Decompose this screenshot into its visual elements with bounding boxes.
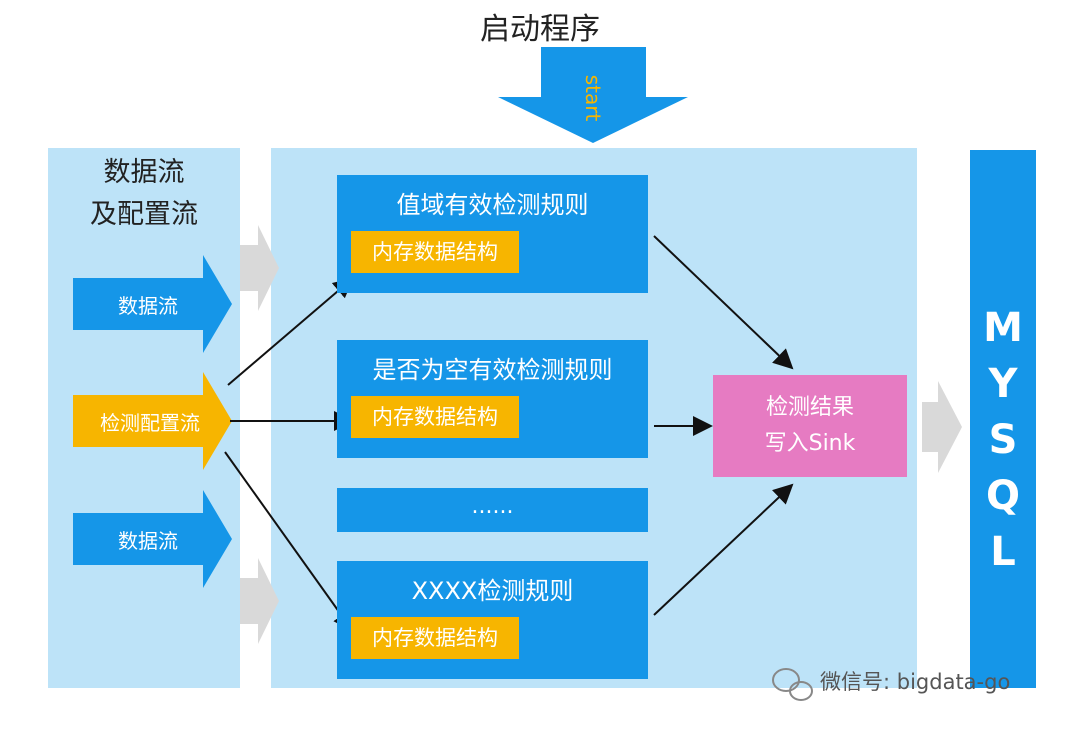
sink-box: 检测结果 写入Sink xyxy=(713,375,907,477)
memory-structure-box: 内存数据结构 xyxy=(351,396,519,438)
mysql-letter: S xyxy=(988,417,1018,463)
left-panel-title: 数据流 及配置流 xyxy=(48,152,240,236)
grey-arrow-mysql xyxy=(922,381,962,473)
stream-arrow-2 xyxy=(73,490,232,588)
data-stream-label-1: 数据流 xyxy=(118,294,178,318)
rule-box-ellipsis: ...... xyxy=(337,488,648,532)
mysql-letter: M xyxy=(983,305,1023,351)
rule-box-null-check: 是否为空有效检测规则 内存数据结构 xyxy=(337,340,648,458)
memory-structure-box: 内存数据结构 xyxy=(351,617,519,659)
start-label: start xyxy=(581,74,605,122)
wechat-watermark: 微信号: bigdata-go xyxy=(820,670,1011,694)
mysql-letter: Q xyxy=(985,473,1020,519)
wechat-icon xyxy=(772,668,813,701)
left-panel-title-line2: 及配置流 xyxy=(90,199,198,230)
rule-title-null-check: 是否为空有效检测规则 xyxy=(372,356,613,384)
rule-title-range: 值域有效检测规则 xyxy=(396,191,589,219)
grey-arrow-top xyxy=(240,225,279,311)
connector-config-to-rule4 xyxy=(224,451,354,632)
rule-box-range: 值域有效检测规则 内存数据结构 xyxy=(337,175,648,293)
rule-box-xxxx: XXXX检测规则 内存数据结构 xyxy=(337,561,648,679)
sink-line2: 写入Sink xyxy=(764,431,856,456)
mysql-column: M Y S Q L xyxy=(970,150,1036,688)
connector-rule4-to-sink xyxy=(653,483,794,616)
connector-config-to-rule1 xyxy=(227,277,354,386)
mysql-letter: Y xyxy=(988,361,1018,407)
config-stream-label: 检测配置流 xyxy=(100,411,200,435)
rule-title-xxxx: XXXX检测规则 xyxy=(411,577,574,605)
startup-program-title: 启动程序 xyxy=(480,12,600,47)
rule-ellipsis: ...... xyxy=(471,494,514,519)
grey-arrow-bottom xyxy=(240,558,279,644)
mysql-letter: L xyxy=(990,529,1016,575)
sink-line1: 检测结果 xyxy=(765,395,854,420)
connector-rule1-to-sink xyxy=(653,235,794,370)
stream-arrow-1 xyxy=(73,255,232,353)
data-stream-label-2: 数据流 xyxy=(118,529,178,553)
config-stream-arrow xyxy=(73,372,232,470)
memory-structure-box: 内存数据结构 xyxy=(351,231,519,273)
start-arrow xyxy=(498,47,688,143)
left-panel-title-line1: 数据流 xyxy=(103,157,185,188)
